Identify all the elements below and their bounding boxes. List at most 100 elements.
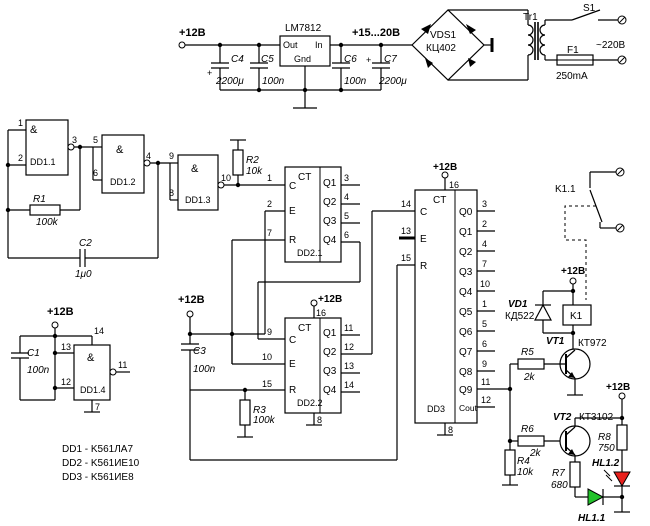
svg-text:Q4: Q4 [459,287,473,298]
svg-text:8: 8 [448,425,453,435]
svg-text:In: In [315,40,323,50]
gate-dd1-1: & DD1.1 [25,119,75,176]
svg-text:E: E [289,206,296,217]
counter-dd3: CT C E R Q0 Q1 Q2 Q3 Q4 Q5 Q6 Q7 Q8 Q9 C… [399,162,510,436]
svg-text:11: 11 [481,377,490,387]
svg-text:2200μ: 2200μ [378,76,407,87]
svg-text:10: 10 [262,352,272,362]
svg-text:8: 8 [317,415,322,425]
svg-text:F1: F1 [567,45,579,56]
svg-text:C: C [420,207,427,218]
svg-text:10: 10 [480,279,490,289]
svg-text:15: 15 [262,379,272,389]
svg-text:2200μ: 2200μ [215,76,244,87]
led-hl1-1-green: HL1.1 [578,488,622,524]
reset-network: +12В C3 100n R3 100k [178,264,415,461]
fuse-f1: F1 250mA [545,45,627,82]
svg-text:C3: C3 [193,346,206,357]
svg-text:13: 13 [401,226,411,236]
regulator-lm7812: LM7812 Out In Gnd [279,23,331,90]
svg-text:Q1: Q1 [459,227,473,238]
svg-text:+12В: +12В [178,294,205,306]
svg-text:10: 10 [221,173,231,183]
svg-text:C6: C6 [344,54,357,65]
svg-text:2: 2 [482,219,487,229]
svg-text:16: 16 [316,308,326,318]
svg-text:VD1: VD1 [508,299,528,310]
svg-text:R8: R8 [598,432,611,443]
svg-text:4: 4 [482,239,487,249]
svg-text:Gnd: Gnd [294,54,311,64]
svg-text:3: 3 [72,135,77,145]
svg-text:CT: CT [298,172,311,183]
svg-text:100n: 100n [27,365,50,376]
svg-text:8: 8 [169,188,174,198]
svg-text:Q5: Q5 [459,307,473,318]
svg-text:C4: C4 [231,54,244,65]
svg-text:4: 4 [146,151,151,161]
svg-text:C5: C5 [261,54,274,65]
resistor-r5: R5 2k [510,347,566,383]
svg-text:5: 5 [93,135,98,145]
svg-text:750: 750 [598,443,615,454]
svg-text:S1: S1 [583,3,596,14]
svg-text:100k: 100k [253,415,276,426]
svg-text:C1: C1 [27,348,40,359]
gate-dd1-4: +12В C1 100n & DD1.4 14 13 12 11 7 [11,306,130,413]
svg-text:R: R [289,235,296,246]
svg-text:11: 11 [118,360,127,370]
svg-text:C: C [289,181,296,192]
svg-text:&: & [191,163,199,175]
svg-text:R3: R3 [253,405,266,416]
svg-text:12: 12 [481,395,491,405]
capacitor-c2: C2 1μ0 [8,238,158,280]
svg-text:Out: Out [283,40,298,50]
svg-text:K1.1: K1.1 [555,184,576,195]
svg-text:7: 7 [482,259,487,269]
svg-text:E: E [420,234,427,245]
svg-text:Q2: Q2 [323,197,337,208]
svg-text:C7: C7 [384,54,397,65]
svg-text:1μ0: 1μ0 [75,269,92,280]
svg-text:3: 3 [482,199,487,209]
svg-text:9: 9 [482,359,487,369]
svg-text:R5: R5 [521,347,534,358]
output-stage: K1.1 +12В K1 [502,167,631,524]
svg-text:C2: C2 [79,238,92,249]
svg-text:КД522: КД522 [505,311,535,322]
oscillator: & DD1.1 1 2 3 & DD1.2 5 6 R [5,118,285,280]
gate-dd1-3: & DD1.3 [177,154,225,211]
svg-text:CT: CT [433,195,446,206]
power-supply: +12В + C4 2200μ C5 100n [178,3,627,109]
svg-text:DD1.2: DD1.2 [110,177,136,187]
svg-text:2: 2 [267,199,272,209]
svg-text:1: 1 [267,173,272,183]
svg-text:7: 7 [267,228,272,238]
svg-text:1: 1 [482,299,487,309]
svg-text:+12В: +12В [433,162,457,173]
legend-dd3: DD3 - K561ИЕ8 [62,472,134,483]
svg-text:DD1.4: DD1.4 [80,385,106,395]
gate-dd1-2: & DD1.2 [101,134,151,194]
svg-text:R4: R4 [517,456,530,467]
svg-text:R2: R2 [246,155,259,166]
svg-text:&: & [116,144,124,156]
svg-text:VT1: VT1 [546,336,565,347]
svg-text:Q2: Q2 [459,247,473,258]
svg-text:+: + [207,68,212,78]
svg-text:16: 16 [449,180,459,190]
svg-text:6: 6 [344,230,349,240]
svg-text:+12В: +12В [318,294,342,305]
svg-text:2: 2 [18,153,23,163]
svg-text:R: R [289,385,296,396]
legend-dd2: DD2 - K561ИЕ10 [62,458,140,469]
resistor-r7: R7 680 [551,461,588,498]
svg-text:Q4: Q4 [323,235,337,246]
resistor-r8: R8 750 [598,424,628,454]
svg-text:+12В: +12В [47,306,74,318]
svg-text:Q6: Q6 [459,327,473,338]
svg-text:HL1.2: HL1.2 [592,458,620,469]
counter-dd2-1: CT C E R Q1 Q2 Q3 Q4 DD2.1 1 2 7 3 4 5 6 [267,166,360,263]
svg-text:КТ972: КТ972 [578,338,607,349]
